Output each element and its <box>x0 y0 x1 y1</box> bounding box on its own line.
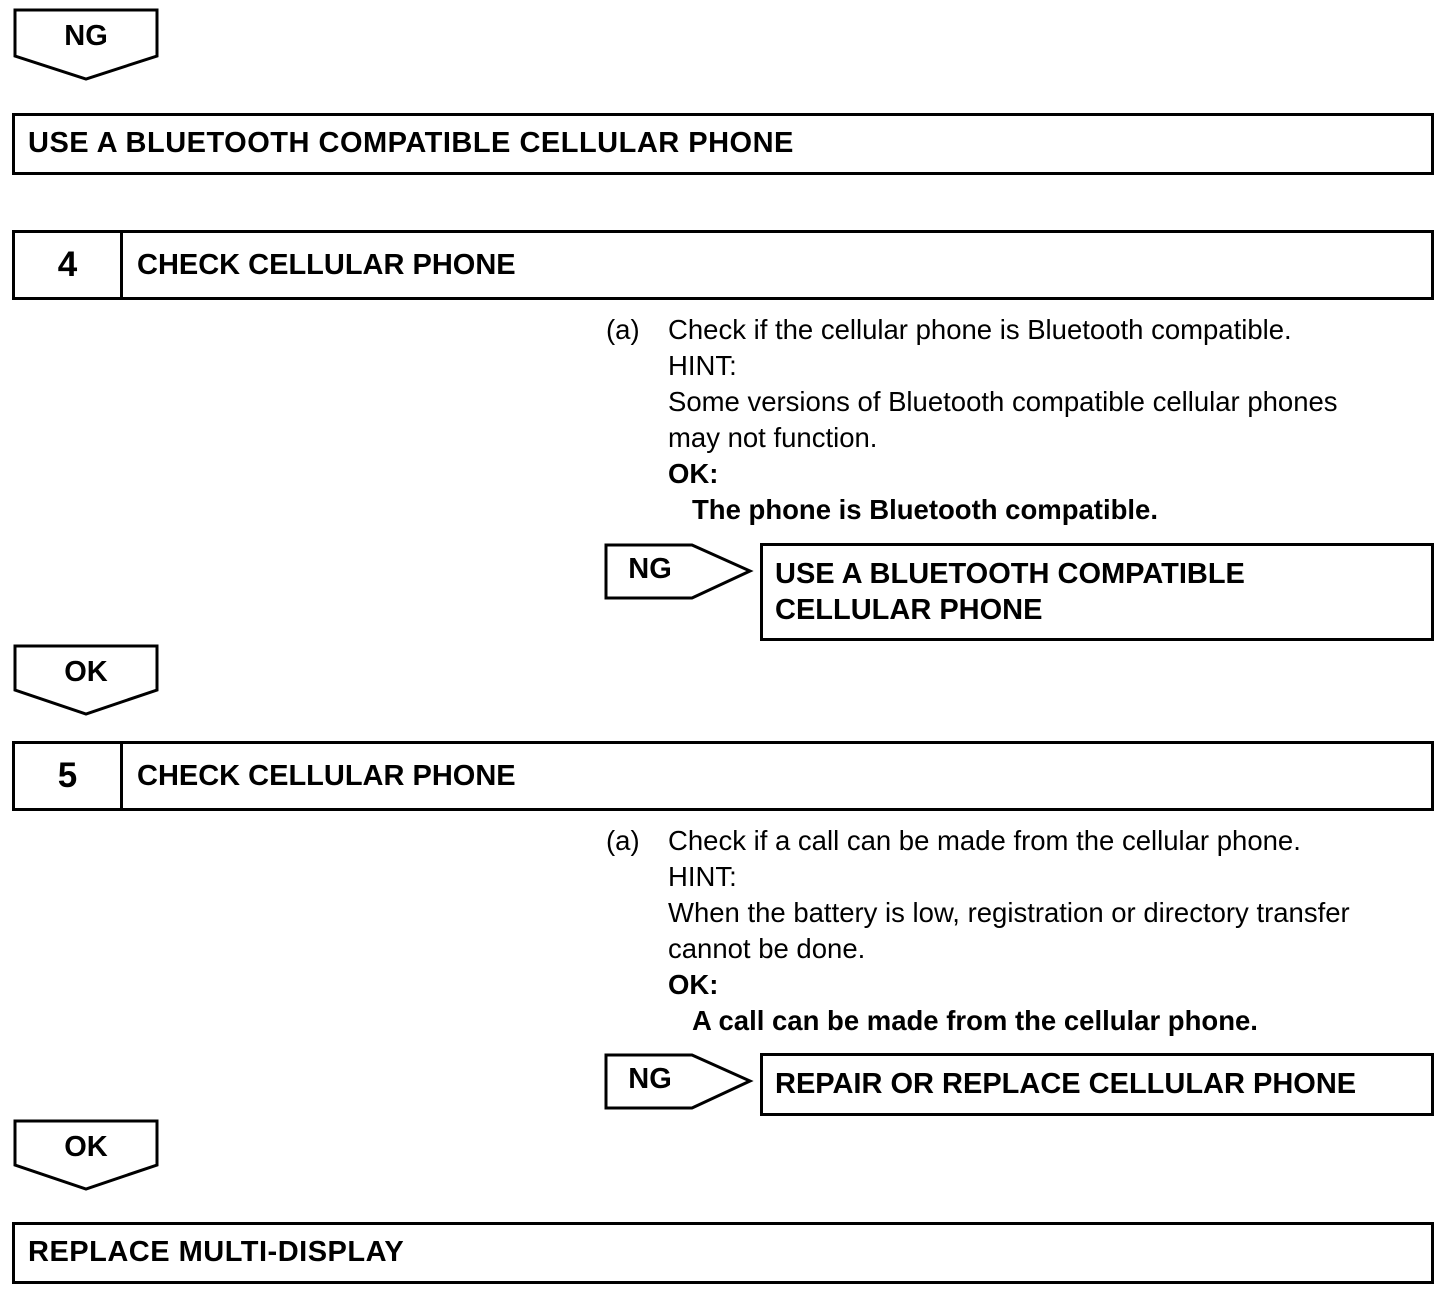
action-text: REPLACE MULTI-DISPLAY <box>28 1236 405 1268</box>
step-number: 4 <box>15 233 123 297</box>
action-box-bluetooth: USE A BLUETOOTH COMPATIBLE CELLULAR PHON… <box>12 113 1434 175</box>
step-title: CHECK CELLULAR PHONE <box>137 759 516 792</box>
right-pentagon-icon <box>604 543 754 600</box>
down-pentagon-icon <box>13 644 159 716</box>
action-box-replace: REPLACE MULTI-DISPLAY <box>12 1222 1434 1284</box>
ng-action-line1: REPAIR OR REPLACE CELLULAR PHONE <box>775 1068 1357 1100</box>
hint-text-line1: Some versions of Bluetooth compatible ce… <box>668 386 1338 417</box>
ng-label: NG <box>628 553 672 585</box>
item-letter: (a) <box>606 314 640 345</box>
ng-action-line2: CELLULAR PHONE <box>775 594 1043 626</box>
step-header-5: 5 CHECK CELLULAR PHONE <box>12 741 1434 811</box>
action-text: USE A BLUETOOTH COMPATIBLE CELLULAR PHON… <box>28 127 794 159</box>
step-title: CHECK CELLULAR PHONE <box>137 248 516 281</box>
ok-down-arrow: OK <box>13 644 159 718</box>
ng-right-arrow: NG <box>604 1053 754 1111</box>
step-4-instructions: (a) Check if the cellular phone is Bluet… <box>606 312 1436 532</box>
ok-criterion: The phone is Bluetooth compatible. <box>692 494 1158 525</box>
ng-action-box: REPAIR OR REPLACE CELLULAR PHONE <box>760 1053 1434 1116</box>
ng-right-arrow: NG <box>604 543 754 601</box>
ng-action-box: USE A BLUETOOTH COMPATIBLE CELLULAR PHON… <box>760 543 1434 641</box>
ok-label: OK: <box>668 969 719 1000</box>
instruction-text: Check if a call can be made from the cel… <box>668 825 1301 856</box>
right-pentagon-icon <box>604 1053 754 1110</box>
ng-action-line1: USE A BLUETOOTH COMPATIBLE <box>775 558 1245 590</box>
hint-label: HINT: <box>668 861 737 892</box>
step-number: 5 <box>15 744 123 808</box>
item-letter: (a) <box>606 825 640 856</box>
ok-criterion: A call can be made from the cellular pho… <box>692 1005 1258 1036</box>
ok-down-arrow: OK <box>13 1119 159 1193</box>
ng-label: NG <box>628 1063 672 1095</box>
hint-text-line2: may not function. <box>668 422 878 453</box>
step-header-4: 4 CHECK CELLULAR PHONE <box>12 230 1434 300</box>
down-pentagon-icon <box>13 8 159 81</box>
ok-label: OK <box>64 656 108 688</box>
ng-label: NG <box>64 20 108 52</box>
ok-label: OK: <box>668 458 719 489</box>
hint-text-line1: When the battery is low, registration or… <box>668 897 1350 928</box>
down-pentagon-icon <box>13 1119 159 1191</box>
instruction-text: Check if the cellular phone is Bluetooth… <box>668 314 1292 345</box>
ok-label: OK <box>64 1131 108 1163</box>
hint-label: HINT: <box>668 350 737 381</box>
hint-text-line2: cannot be done. <box>668 933 866 964</box>
ng-down-arrow: NG <box>13 8 159 82</box>
step-5-instructions: (a) Check if a call can be made from the… <box>606 823 1436 1043</box>
